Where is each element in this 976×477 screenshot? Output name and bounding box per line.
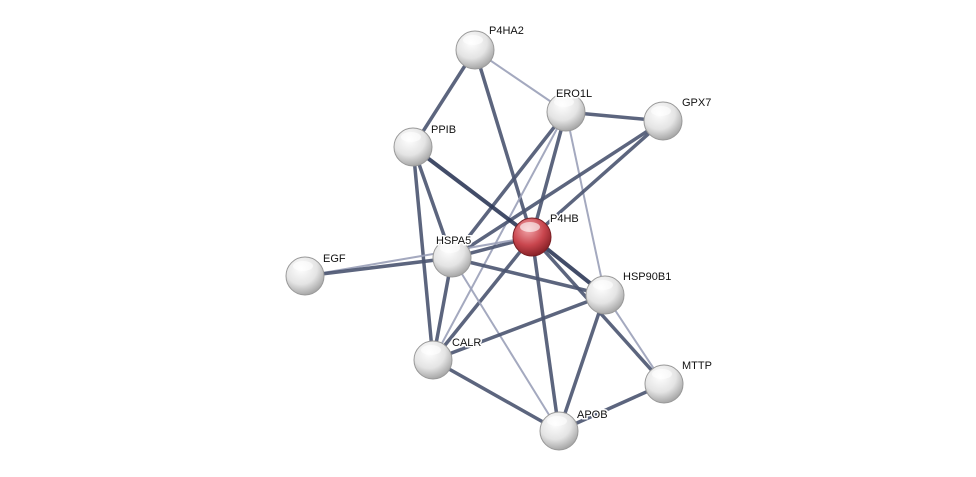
node-label: HSPA5	[436, 235, 471, 247]
node-hsp90b1[interactable]: HSP90B1	[585, 270, 673, 315]
node-highlight	[401, 132, 421, 142]
edge-hspa5-hsp90b1[interactable]	[451, 256, 606, 297]
node-apob[interactable]: APOB	[539, 408, 609, 451]
node-highlight	[651, 106, 671, 116]
edge-p4ha2-p4hb[interactable]	[473, 49, 534, 238]
edge-ero1l-p4hb[interactable]	[530, 111, 568, 238]
edge-p4hb-egf[interactable]	[304, 236, 533, 277]
node-ero1l[interactable]: ERO1L	[546, 87, 594, 132]
edge-ero1l-hspa5[interactable]	[450, 110, 568, 260]
node-highlight	[652, 369, 672, 379]
node-highlight	[463, 35, 483, 45]
node-label: P4HB	[550, 213, 579, 225]
node-ppib[interactable]: PPIB	[393, 123, 458, 167]
edge-ero1l-calr[interactable]	[432, 111, 567, 361]
node-label: PPIB	[431, 124, 456, 136]
edge-gpx7-p4hb[interactable]	[530, 119, 665, 239]
edge-ero1l-hsp90b1[interactable]	[565, 111, 606, 296]
node-highlight	[293, 261, 313, 271]
node-gpx7[interactable]: GPX7	[643, 96, 713, 141]
node-label: APOB	[577, 409, 608, 421]
node-mttp[interactable]: MTTP	[644, 359, 713, 404]
node-highlight	[547, 416, 567, 426]
edge-ppib-p4hb[interactable]	[411, 145, 534, 239]
edge-hspa5-apob[interactable]	[451, 257, 560, 432]
node-highlight	[554, 97, 574, 107]
node-label: HSP90B1	[623, 271, 671, 283]
edge-p4hb-calr[interactable]	[431, 235, 534, 362]
node-label: ERO1L	[556, 88, 592, 100]
node-egf[interactable]: EGF	[285, 252, 347, 296]
edge-calr-apob[interactable]	[432, 358, 560, 433]
node-label: GPX7	[682, 97, 711, 109]
node-label: EGF	[323, 253, 346, 265]
edge-gpx7-hspa5[interactable]	[451, 119, 664, 260]
edge-ppib-hspa5[interactable]	[411, 146, 454, 259]
edge-hsp90b1-apob[interactable]	[557, 294, 607, 432]
node-highlight	[593, 280, 613, 290]
node-hspa5[interactable]: HSPA5	[432, 234, 473, 278]
edge-ppib-calr[interactable]	[411, 146, 435, 361]
node-highlight	[520, 222, 540, 232]
edge-hspa5-egf[interactable]	[304, 256, 453, 278]
node-p4hb[interactable]: P4HB	[512, 212, 580, 257]
edge-p4hb-apob[interactable]	[530, 236, 561, 432]
node-calr[interactable]: CALR	[413, 336, 483, 380]
node-highlight	[421, 345, 441, 355]
node-label: MTTP	[682, 360, 712, 372]
node-label: P4HA2	[489, 25, 524, 37]
node-p4ha2[interactable]: P4HA2	[455, 24, 525, 70]
node-highlight	[440, 243, 460, 253]
edges-layer	[304, 49, 666, 433]
edge-hsp90b1-calr[interactable]	[432, 293, 606, 362]
node-label: CALR	[452, 337, 481, 349]
